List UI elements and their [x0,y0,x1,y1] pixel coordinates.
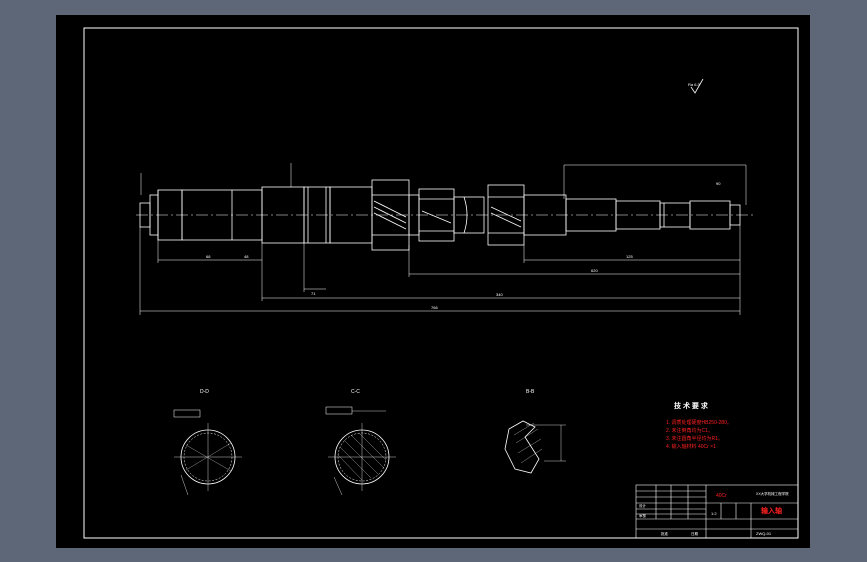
title-block-checker: 审核 [639,513,647,518]
technical-requirements: 技 术 要 求 1. 调质处理硬度HB250-280。 2. 未注倒角均为C1。… [666,401,732,450]
drawing-sheet: Ra 6.3 [56,15,810,548]
title-block-scale: 1:2 [711,511,717,516]
shaft-main-view [136,163,756,315]
tech-requirements-title: 技 术 要 求 [674,401,709,410]
section-label-b: B-B [526,389,535,395]
inner-border [83,27,799,539]
dim-length-6: 125 [626,254,633,259]
title-block-drawing-no: ZWQ-01 [756,531,772,536]
title-block-part-name: 输入轴 [761,506,782,515]
tech-req-1: 1. 调质处理硬度HB250-280。 [666,419,732,426]
roughness-note: Ra 6.3 [688,78,704,94]
tech-req-4: 4. 输入轴材料 40Cr ×1 [666,443,716,450]
title-block-approver: 批准 [661,531,669,536]
dim-overall-length: 766 [431,305,438,310]
tech-req-3: 3. 未注圆角半径均为R1。 [666,435,723,442]
tech-req-2: 2. 未注倒角均为C1。 [666,427,713,434]
dim-length-2: 48 [244,254,249,259]
dim-length-5: 620 [591,268,598,273]
section-label-d: D-D [200,389,209,395]
dim-length-3: 71 [311,291,316,296]
dim-length-4: 340 [496,292,503,297]
drawing-canvas: Ra 6.3 [83,27,799,539]
section-c-c: C-C [325,389,396,496]
title-block-material: 40Cr [716,493,727,499]
title-block-date: 日期 [691,531,699,536]
title-block-school: XX大学机械工程学院 [756,491,789,496]
section-b-b: B-B [504,389,566,474]
dim-length-1: 68 [206,254,211,259]
roughness-note-text: Ra 6.3 [688,82,701,87]
title-block [635,484,799,539]
title-block-designer: 设计 [639,503,647,508]
section-label-c: C-C [351,389,360,395]
dim-length-7: 90 [716,181,721,186]
section-d-d: D-D [173,389,242,496]
dimension-labels: 766 68 48 71 340 620 125 90 [206,181,721,310]
